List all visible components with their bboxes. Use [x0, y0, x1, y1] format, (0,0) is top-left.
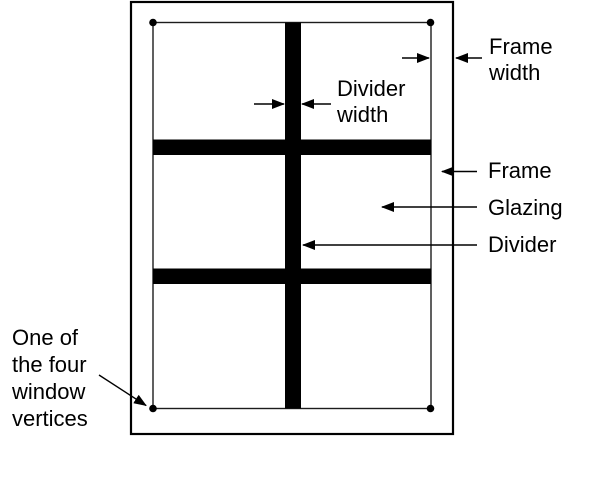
- vertical-divider-bar: [285, 22, 301, 409]
- window-outer-frame-outline: [129, 0, 455, 436]
- horizontal-divider-top-bar: [153, 139, 431, 155]
- divider-width-label: Divider width: [337, 76, 406, 127]
- window-vertex-dot-bottom-right: [426, 404, 435, 413]
- frame-width-label: Frame width: [489, 34, 553, 85]
- frame-label: Frame: [488, 158, 552, 183]
- vertex-pointer-arrow: [98, 374, 147, 407]
- horizontal-divider-bottom-bar: [153, 268, 431, 284]
- divider-label: Divider: [488, 232, 557, 257]
- window-vertex-dot-bottom-left: [149, 404, 157, 413]
- window-vertex-dot-top-left: [149, 18, 157, 27]
- window-vertex-dot-top-right: [426, 18, 435, 27]
- window-vertices-note-label: One of the four window vertices: [12, 325, 88, 431]
- glazing-label: Glazing: [488, 195, 563, 220]
